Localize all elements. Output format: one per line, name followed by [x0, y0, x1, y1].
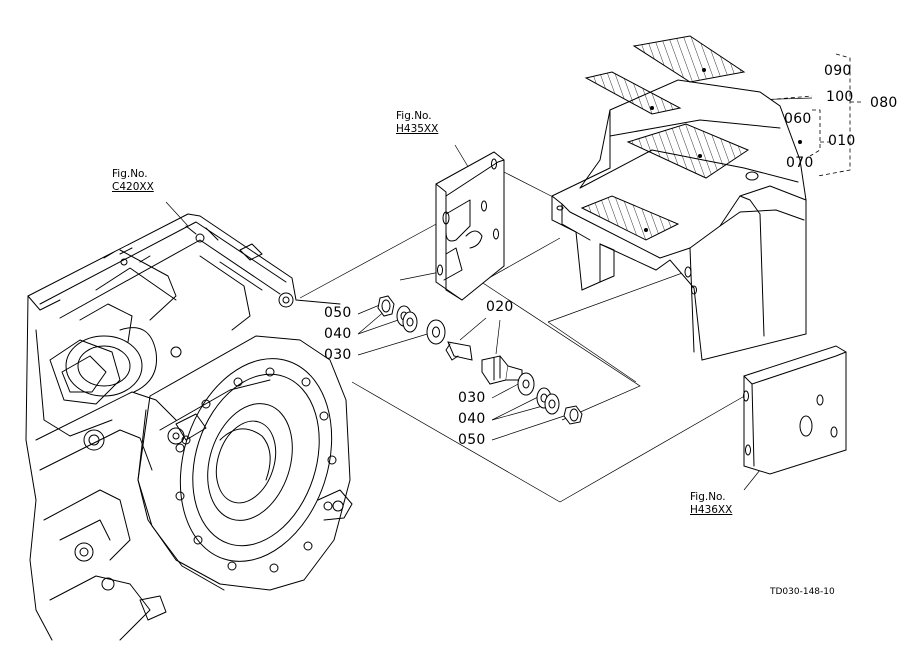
- part-label-010: 010: [828, 133, 856, 149]
- engine-housing-illustration: [25, 213, 353, 641]
- drawing-code: TD030-148-10: [770, 587, 835, 597]
- part-label-020: 020: [486, 299, 514, 315]
- part-label-030-right: 030: [458, 390, 486, 406]
- part-label-060: 060: [784, 111, 812, 127]
- fig-ref-c420-prefix: Fig.No.: [112, 168, 148, 180]
- part-label-050-left: 050: [324, 305, 352, 321]
- bracket-plate: [435, 151, 505, 301]
- fastener-hardware: [377, 295, 583, 425]
- rear-cover: [551, 79, 807, 361]
- part-label-030-left: 030: [324, 347, 352, 363]
- part-label-050-right: 050: [458, 432, 486, 448]
- part-label-080: 080: [870, 95, 898, 111]
- fig-ref-h435-code: H435XX: [396, 123, 439, 135]
- part-label-100: 100: [826, 89, 854, 105]
- fig-ref-h435: Fig.No. H435XX: [396, 110, 438, 136]
- side-plate: [743, 345, 847, 475]
- fig-ref-h436: Fig.No. H436XX: [690, 491, 732, 517]
- fig-ref-h436-prefix: Fig.No.: [690, 491, 726, 503]
- part-label-070: 070: [786, 155, 814, 171]
- part-label-090: 090: [824, 63, 852, 79]
- fig-ref-h436-code: H436XX: [690, 504, 733, 516]
- fig-ref-h435-prefix: Fig.No.: [396, 110, 432, 122]
- fig-ref-c420-code: C420XX: [112, 181, 154, 193]
- fig-ref-c420: Fig.No. C420XX: [112, 168, 154, 194]
- part-label-040-left: 040: [324, 326, 352, 342]
- part-label-040-right: 040: [458, 411, 486, 427]
- decal-labels: [580, 35, 802, 241]
